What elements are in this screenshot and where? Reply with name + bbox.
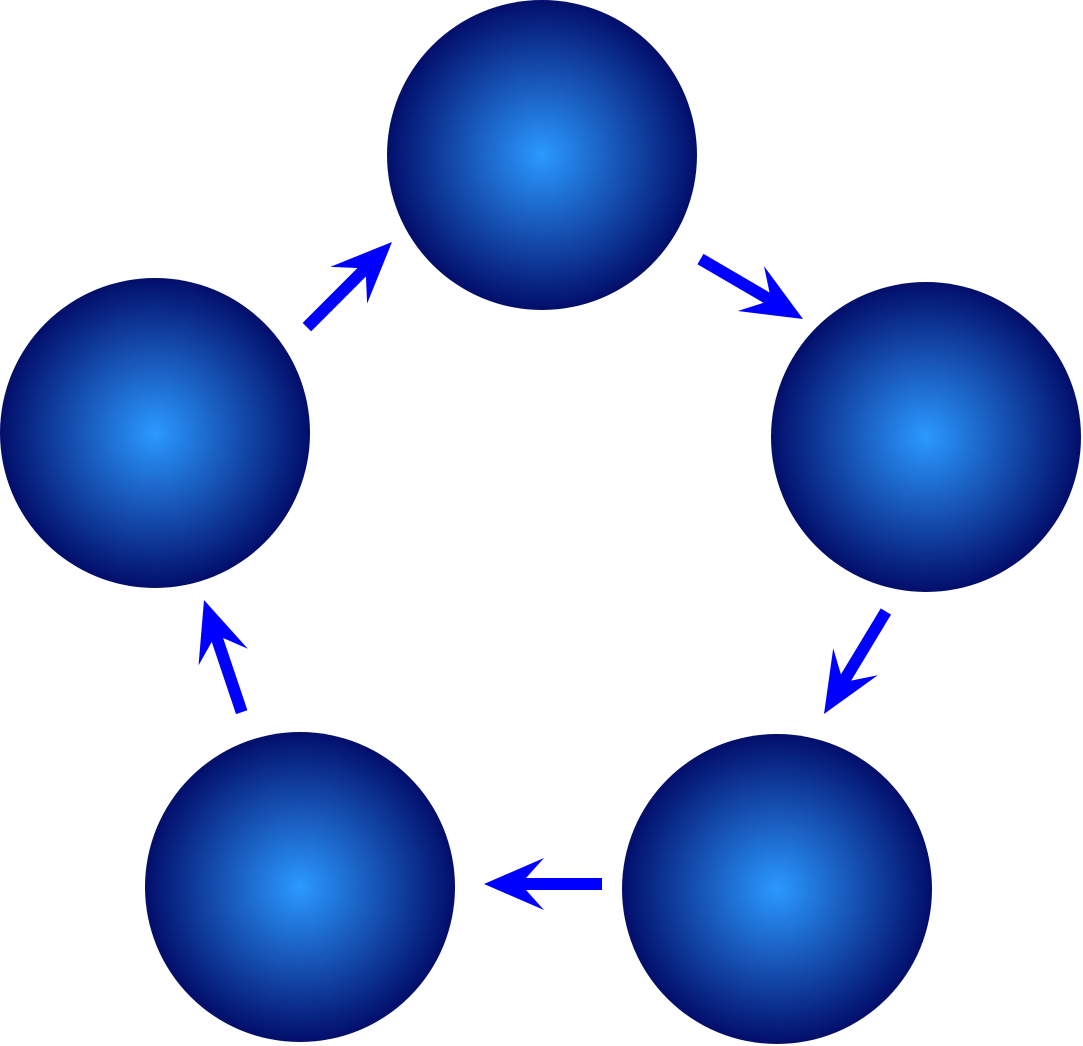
arrow-node-bottom-right-to-node-bottom-left (484, 858, 602, 910)
node-bottom-right-sphere (622, 734, 932, 1044)
node-right-sphere (771, 282, 1081, 592)
node-left-sphere (0, 278, 310, 588)
arrow-node-bottom-left-to-node-left (198, 600, 248, 715)
arrow-node-right-to-node-bottom-right (824, 608, 892, 714)
edges (198, 242, 892, 910)
node-bottom-left-sphere (145, 732, 455, 1042)
arrow-node-top-to-node-right (697, 253, 803, 319)
node-top-sphere (387, 0, 697, 310)
arrow-node-left-to-node-top (302, 242, 392, 332)
